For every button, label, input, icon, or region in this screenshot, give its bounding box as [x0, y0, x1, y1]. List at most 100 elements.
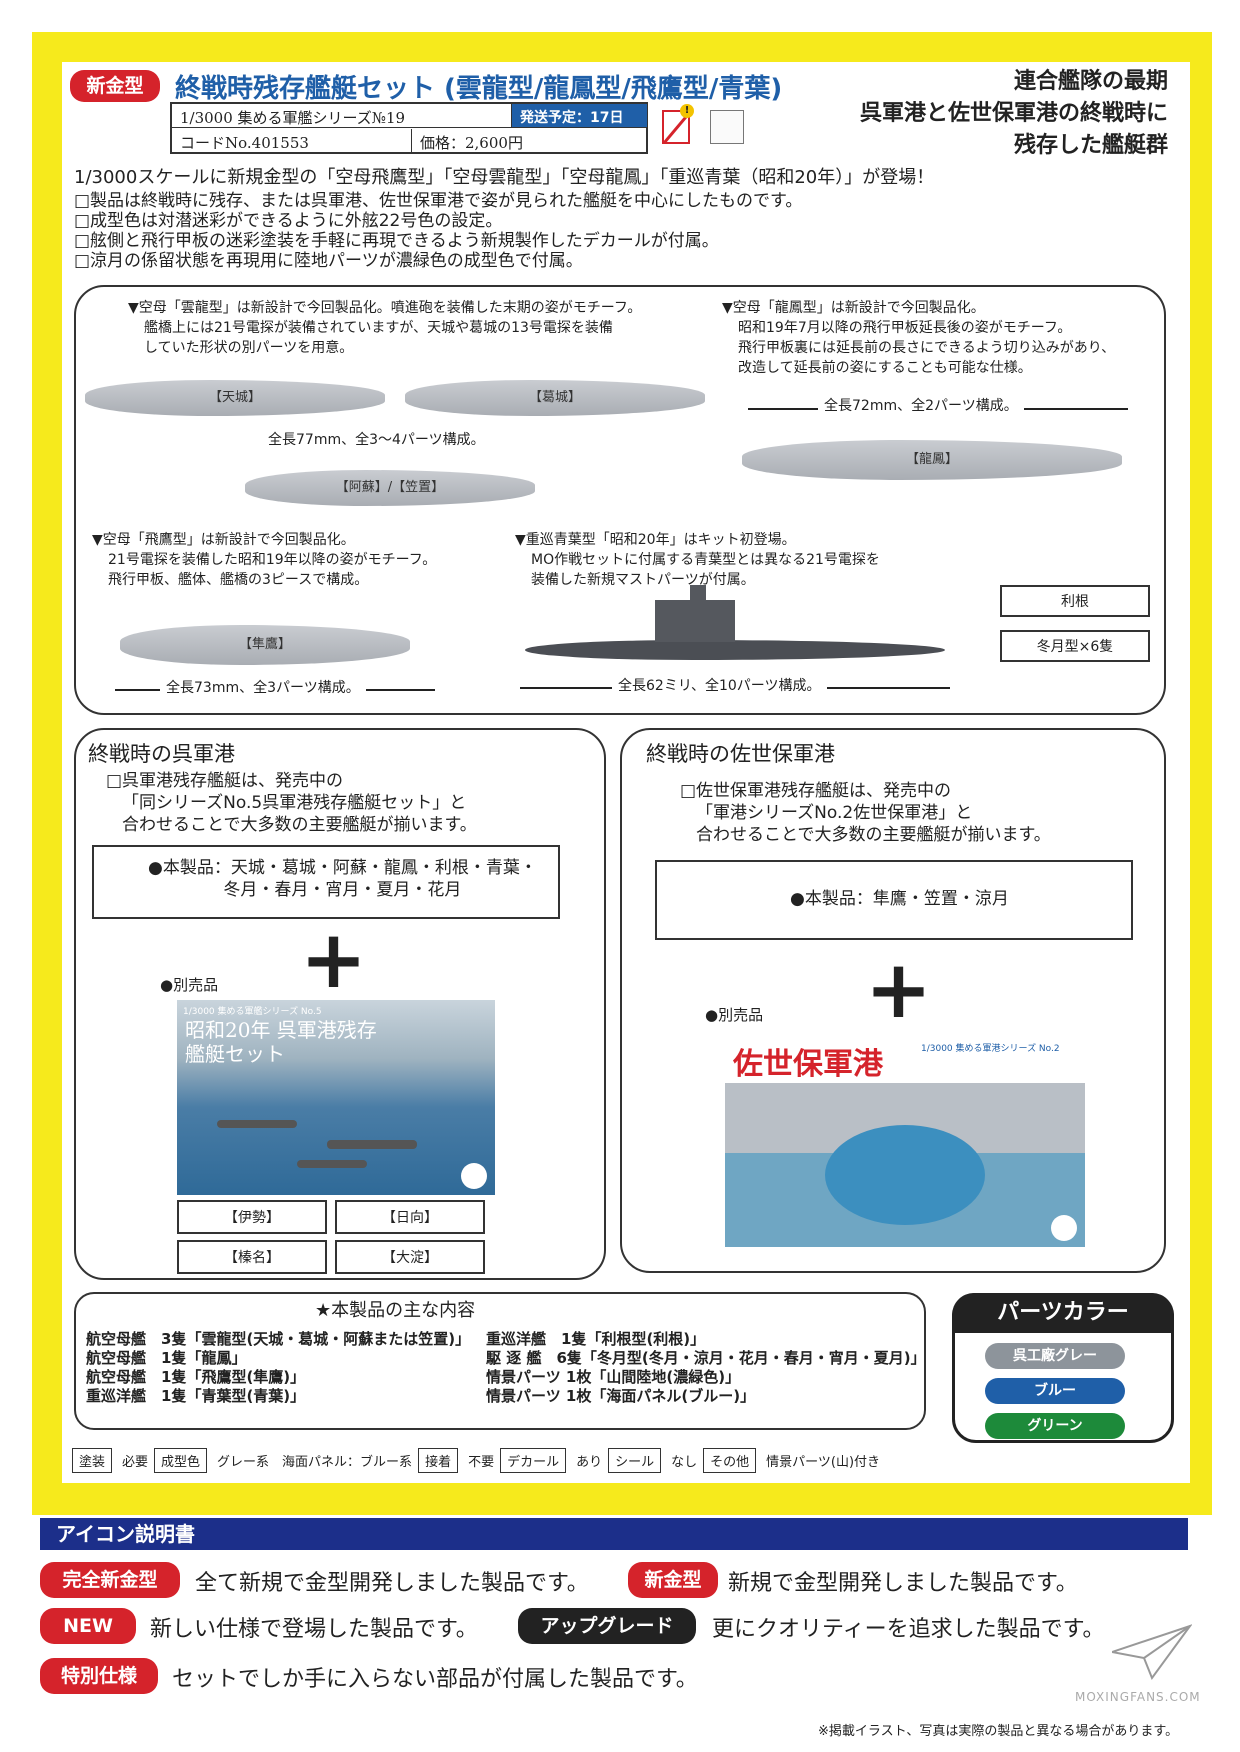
contents-right: 重巡洋艦 1隻「利根型(利根)」 駆 逐 艦 6隻「冬月型(冬月・涼月・花月・春…	[486, 1330, 926, 1406]
desc-line: ▼重巡青葉型「昭和20年」はキット初登場。	[515, 532, 796, 548]
icon-special-desc: セットでしか手に入らない部品が付属した製品です。	[172, 1667, 698, 1692]
intro-text: 1/3000スケールに新規金型の「空母飛鷹型」「空母雲龍型」「空母龍鳳」「重巡青…	[74, 165, 934, 271]
product-title: 終戦時残存艦艇セット (雲龍型/龍鳳型/飛鷹型/青葉)	[175, 74, 783, 104]
contents-left: 航空母艦 3隻「雲龍型(天城・葛城・阿蘇または笠置)」 航空母艦 1隻「龍鳳」 …	[86, 1330, 470, 1406]
hiyo-description: ▼空母「飛鷹型」は新設計で今回製品化。 21号電探を装備した昭和19年以降の姿が…	[92, 530, 436, 590]
new-mold-badge: 新金型	[70, 70, 160, 102]
tagline: 連合艦隊の最期 呉軍港と佐世保軍港の終戦時に 残存した艦艇群	[860, 66, 1168, 162]
desc-line: していた形状の別パーツを用意。	[144, 340, 354, 356]
box-series-label: 1/3000 集める軍港シリーズ No.2	[921, 1044, 1060, 1054]
spec-decal-value: あり	[576, 1455, 603, 1470]
kure-product-list: ●本製品：天城・葛城・阿蘇・龍鳳・利根・青葉・ 冬月・春月・宵月・夏月・花月	[148, 857, 537, 901]
kure-box-art[interactable]: 1/3000 集める軍艦シリーズ No.5 昭和20年 呉軍港残存艦艇セット	[177, 1000, 495, 1195]
hiyo-length: 全長73mm、全3パーツ構成。	[160, 678, 366, 698]
box-title: 昭和20年 呉軍港残存艦艇セット	[185, 1018, 377, 1066]
kure-text: □呉軍港残存艦艇は、発売中の 「同シリーズNo.5呉軍港残存艦艇セット」と 合わ…	[106, 770, 477, 836]
aoba-description: ▼重巡青葉型「昭和20年」はキット初登場。 MO作戦セットに付属する青葉型とは異…	[515, 530, 880, 590]
intro-line: □成型色は対潜迷彩ができるように外舷22号色の設定。	[74, 211, 503, 231]
box-series-label: 1/3000 集める軍艦シリーズ No.5	[183, 1007, 322, 1017]
icon-special: 特別仕様	[40, 1658, 158, 1694]
spec-paint-value: 必要	[122, 1455, 149, 1470]
icon-new: NEW	[40, 1608, 136, 1644]
desc-line: ▼空母「雲龍型」は新設計で今回製品化。噴進砲を装備した末期の姿がモチーフ。	[128, 300, 642, 316]
color-gray: 呉工廠グレー	[985, 1343, 1125, 1369]
spec-table: 1/3000 集める軍艦シリーズ№19 発送予定：17日 コードNo.40155…	[170, 102, 648, 154]
spec-color-value: グレー系 海面パネル：ブルー系	[217, 1455, 413, 1470]
warning-icon: !	[680, 104, 694, 118]
para-line: 合わせることで大多数の主要艦艇が揃います。	[696, 825, 1051, 845]
desc-line: MO作戦セットに付属する青葉型とは異なる21号電探を	[531, 552, 880, 568]
desc-line: ▼空母「龍鳳型」は新設計で今回製品化。	[722, 300, 985, 316]
desc-line: 改造して延長前の姿にすることも可能な仕様。	[738, 360, 1032, 376]
kure-heading: 終戦時の呉軍港	[88, 742, 235, 766]
hyuga-tag: 【日向】	[335, 1200, 485, 1234]
kure-sold-separately: ●別売品	[160, 976, 219, 994]
spec-other-value: 情景パーツ(山)付き	[766, 1455, 881, 1470]
spec-other-box: その他	[703, 1448, 757, 1473]
content-row: 航空母艦 3隻「雲龍型(天城・葛城・阿蘇または笠置)」	[86, 1330, 471, 1348]
spec-glue-value: 不要	[468, 1455, 495, 1470]
code-cell: コードNo.401553	[172, 129, 412, 153]
spec-color-box: 成型色	[154, 1448, 208, 1473]
ship-junyo: 【隼鷹】	[120, 625, 410, 665]
desc-line: 21号電探を装備した昭和19年以降の姿がモチーフ。	[108, 552, 437, 568]
intro-line: □舷側と飛行甲板の迷彩塗装を手軽に再現できるよう新規製作したデカールが付属。	[74, 231, 719, 251]
aoba-length: 全長62ミリ、全10パーツ構成。	[612, 676, 827, 696]
desc-line: 飛行甲板裏には延長前の長さにできるよう切り込みがあり、	[738, 340, 1116, 356]
sasebo-text: □佐世保軍港残存艦艇は、発売中の 「軍港シリーズNo.2佐世保軍港」と 合わせる…	[680, 780, 1051, 846]
icon-legend-heading: アイコン説明書	[40, 1518, 1188, 1550]
unryu-description: ▼空母「雲龍型」は新設計で今回製品化。噴進砲を装備した末期の姿がモチーフ。 艦橋…	[128, 298, 641, 358]
desc-line: ▼空母「飛鷹型」は新設計で今回製品化。	[92, 532, 355, 548]
box-title: 佐世保軍港	[733, 1047, 883, 1082]
spec-row: 塗装必要 成型色グレー系 海面パネル：ブルー系 接着不要 デカールあり シールな…	[72, 1448, 880, 1473]
brand-logo	[461, 1163, 487, 1189]
intro-line: 1/3000スケールに新規金型の「空母飛鷹型」「空母雲龍型」「空母龍鳳」「重巡青…	[74, 167, 935, 188]
color-green: グリーン	[985, 1413, 1125, 1439]
spec-sticker-box: シール	[608, 1448, 662, 1473]
paper-plane-icon	[1108, 1622, 1193, 1682]
spec-decal-box: デカール	[500, 1448, 567, 1473]
plus-sign: +	[300, 913, 368, 1006]
no-paint-icon	[662, 109, 693, 145]
ise-tag: 【伊勢】	[177, 1200, 327, 1234]
sasebo-product-box	[655, 860, 1133, 940]
tagline-line: 残存した艦艇群	[1013, 133, 1168, 158]
icon-full-new-mold: 完全新金型	[40, 1562, 180, 1598]
tagline-line: 呉軍港と佐世保軍港の終戦時に	[859, 101, 1168, 126]
content-row: 重巡洋艦 1隻「青葉型(青葉)」	[86, 1387, 306, 1405]
para-line: 冬月・春月・宵月・夏月・花月	[223, 880, 462, 900]
para-line: 「同シリーズNo.5呉軍港残存艦艇セット」と	[122, 793, 467, 813]
content-row: 重巡洋艦 1隻「利根型(利根)」	[486, 1330, 706, 1348]
icon-new-mold: 新金型	[628, 1562, 718, 1598]
content-row: 航空母艦 1隻「飛鷹型(隼鷹)」	[86, 1368, 306, 1386]
icon-upgrade: アップグレード	[518, 1608, 696, 1644]
parts-color-heading: パーツカラー	[952, 1293, 1174, 1333]
sasebo-box-art[interactable]: 佐世保軍港 1/3000 集める軍港シリーズ No.2	[725, 1035, 1085, 1247]
sasebo-product-list: ●本製品：隼鷹・笠置・涼月	[790, 889, 1009, 909]
desc-line: 昭和19年7月以降の飛行甲板延長後の姿がモチーフ。	[738, 320, 1072, 336]
plus-sign: +	[865, 943, 933, 1036]
kure-product-box	[92, 845, 560, 919]
tone-tag: 利根	[1000, 585, 1150, 617]
para-line: □佐世保軍港残存艦艇は、発売中の	[680, 781, 952, 801]
icon-full-new-mold-desc: 全て新規で金型開発しました製品です。	[195, 1571, 589, 1596]
brand-logo	[1051, 1215, 1077, 1241]
oyodo-tag: 【大淀】	[335, 1240, 485, 1274]
ship-aso-kasagi: 【阿蘇】/【笠置】	[245, 470, 535, 506]
content-row: 情景パーツ 1枚「山間陸地(濃緑色)」	[486, 1368, 741, 1386]
para-line: 合わせることで大多数の主要艦艇が揃います。	[122, 815, 477, 835]
ship-amagi: 【天城】	[85, 380, 385, 416]
spec-glue-box: 接着	[418, 1448, 459, 1473]
watermark: MOXINGFANS.COM	[1075, 1690, 1201, 1704]
tagline-line: 連合艦隊の最期	[1013, 69, 1168, 94]
icon-new-mold-desc: 新規で金型開発しました製品です。	[728, 1571, 1078, 1596]
series-cell: 1/3000 集める軍艦シリーズ№19	[172, 104, 512, 128]
disclaimer: ※掲載イラスト、写真は実際の製品と異なる場合があります。	[818, 1724, 1179, 1739]
contents-heading: ★本製品の主な内容	[315, 1300, 476, 1321]
icon-new-desc: 新しい仕様で登場した製品です。	[150, 1617, 478, 1642]
spec-sticker-value: なし	[671, 1455, 698, 1470]
para-line: ●本製品：天城・葛城・阿蘇・龍鳳・利根・青葉・	[148, 858, 537, 878]
price-cell: 価格：2,600円	[420, 134, 523, 152]
desc-line: 飛行甲板、艦体、艦橋の3ピースで構成。	[108, 572, 369, 588]
intro-line: □製品は終戦時に残存、または呉軍港、佐世保軍港で姿が見られた艦艇を中心にしたもの…	[74, 191, 803, 211]
